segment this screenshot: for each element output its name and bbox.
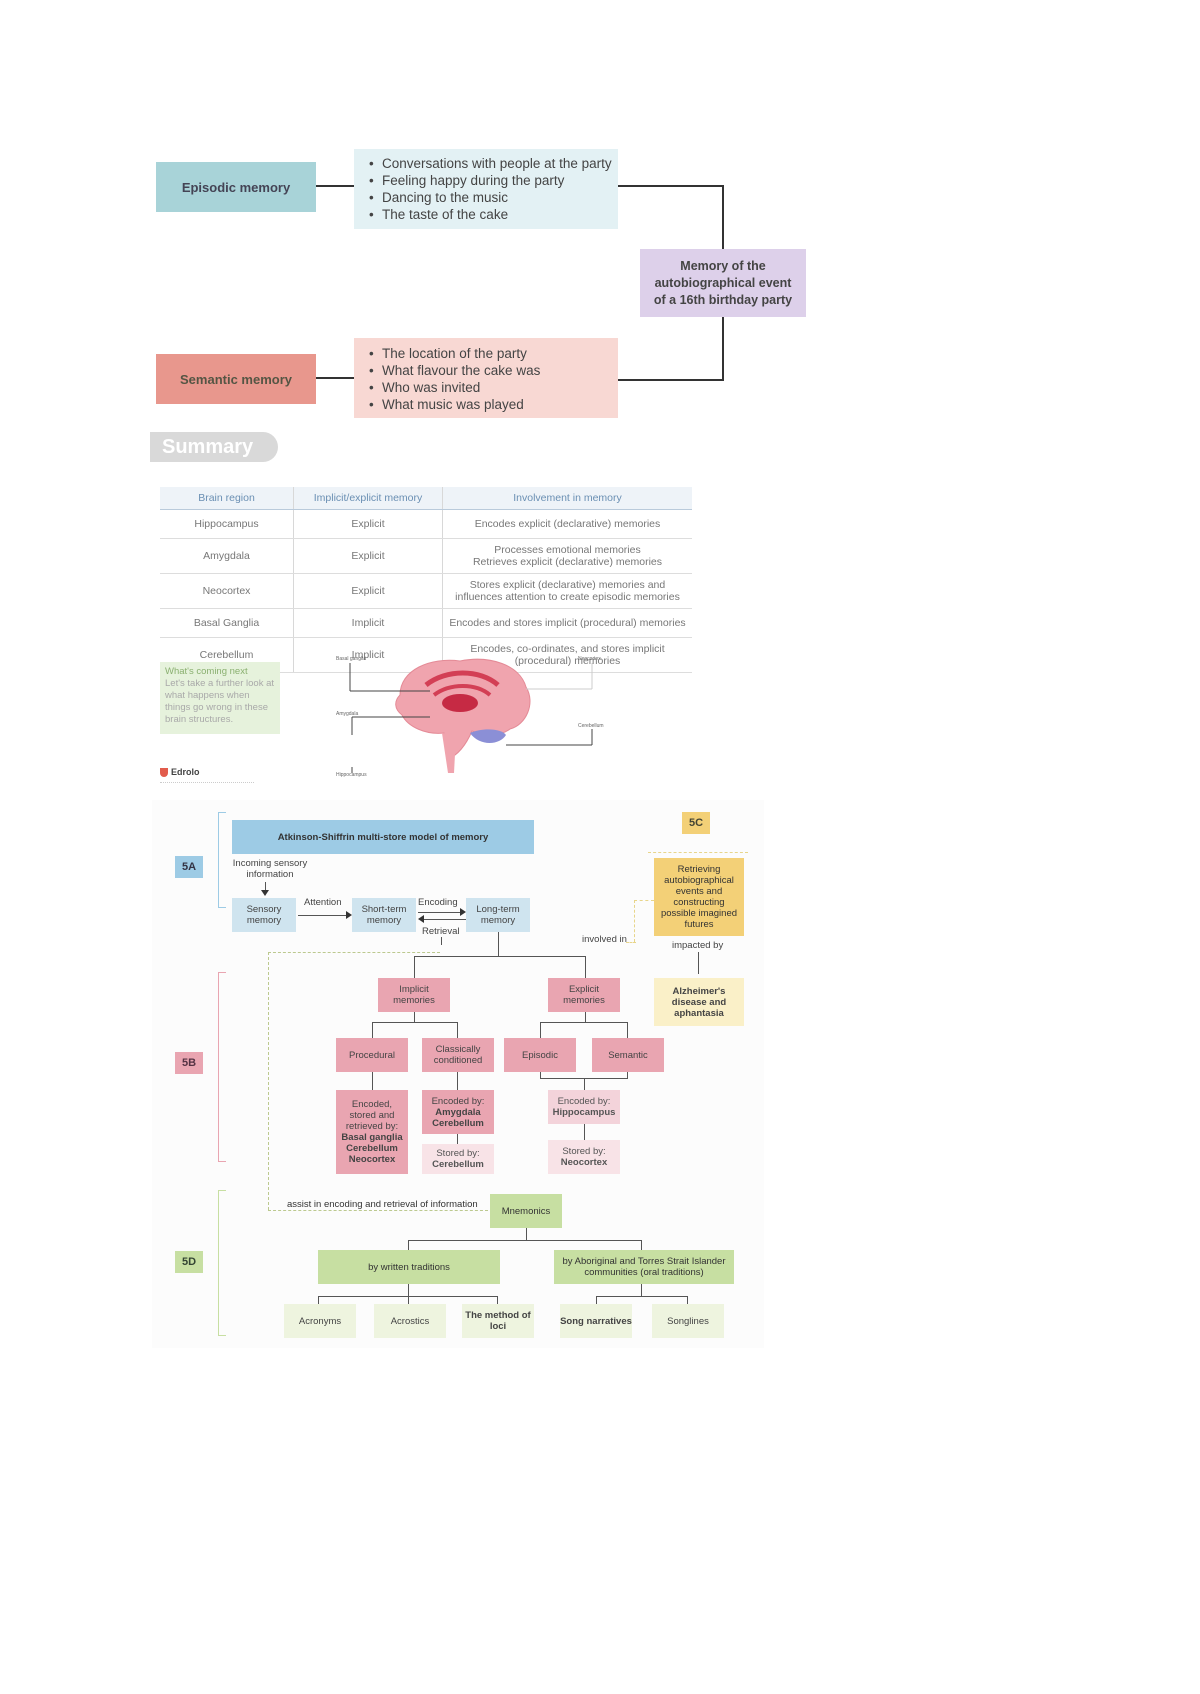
method-of-loci-box: The method of loci bbox=[462, 1304, 534, 1338]
classical-encoded-box: Encoded by: Amygdala Cerebellum bbox=[422, 1090, 494, 1134]
header-involvement: Involvement in memory bbox=[442, 487, 692, 510]
mnemonics-box: Mnemonics bbox=[490, 1194, 562, 1228]
semantic-item: The location of the party bbox=[369, 345, 612, 362]
explicit-encoded-box: Encoded by: Hippocampus bbox=[548, 1090, 620, 1124]
implicit-memories-box: Implicit memories bbox=[378, 978, 450, 1012]
coming-next-title: What's coming next bbox=[165, 666, 248, 677]
brain-label-basal-ganglia: Basal ganglia bbox=[336, 656, 367, 662]
alzheimers-aphantasia-box: Alzheimer's disease and aphantasia bbox=[654, 978, 744, 1026]
semantic-item: What flavour the cake was bbox=[369, 362, 612, 379]
explicit-stored-box: Stored by: Neocortex bbox=[548, 1140, 620, 1174]
cell-involvement: Processes emotional memories Retrieves e… bbox=[442, 538, 692, 574]
brain-label-hippocampus: Hippocampus bbox=[336, 772, 367, 778]
involved-in-label: involved in bbox=[582, 934, 627, 945]
cell-region: Neocortex bbox=[160, 573, 294, 609]
acrostics-box: Acrostics bbox=[374, 1304, 446, 1338]
episodic-examples-list: Conversations with people at the party F… bbox=[354, 149, 618, 229]
table-row: Cerebellum Implicit Encodes, co-ordinate… bbox=[160, 637, 692, 673]
episodic-item: The taste of the cake bbox=[369, 206, 612, 223]
edrolo-logo: Edrolo bbox=[160, 767, 200, 777]
classical-stored-box: Stored by: Cerebellum bbox=[422, 1144, 494, 1174]
songlines-box: Songlines bbox=[652, 1304, 724, 1338]
brain-illustration bbox=[330, 655, 610, 785]
coming-next-text: Let's take a further look at what happen… bbox=[165, 678, 275, 725]
semantic-memory-label: Semantic memory bbox=[156, 354, 316, 404]
written-traditions-box: by written traditions bbox=[318, 1250, 500, 1284]
coming-next-box: What's coming next Let's take a further … bbox=[160, 662, 280, 734]
brand-name: Edrolo bbox=[171, 767, 200, 777]
model-title: Atkinson-Shiffrin multi-store model of m… bbox=[232, 820, 534, 854]
encoding-label: Encoding bbox=[418, 897, 458, 908]
short-term-memory-box: Short-term memory bbox=[352, 898, 416, 932]
cell-involvement: Stores explicit (declarative) memories a… bbox=[442, 573, 692, 609]
cell-type: Explicit bbox=[293, 538, 443, 574]
header-brain-region: Brain region bbox=[160, 487, 294, 510]
oral-traditions-box: by Aboriginal and Torres Strait Islander… bbox=[554, 1250, 734, 1284]
episodic-item: Feeling happy during the party bbox=[369, 172, 612, 189]
incoming-information-label: Incoming sensory information bbox=[232, 858, 308, 880]
acronyms-box: Acronyms bbox=[284, 1304, 356, 1338]
cell-type: Implicit bbox=[293, 608, 443, 638]
table-row: Amygdala Explicit Processes emotional me… bbox=[160, 538, 692, 574]
assist-label: assist in encoding and retrieval of info… bbox=[285, 1199, 480, 1210]
table-row: Neocortex Explicit Stores explicit (decl… bbox=[160, 573, 692, 609]
summary-table: Brain region Implicit/explicit memory In… bbox=[160, 487, 692, 673]
brain-icon bbox=[349, 658, 593, 773]
table-row: Hippocampus Explicit Encodes explicit (d… bbox=[160, 509, 692, 539]
sensory-memory-box: Sensory memory bbox=[232, 898, 296, 932]
shield-icon bbox=[160, 767, 168, 777]
cell-type: Explicit bbox=[293, 573, 443, 609]
attention-label: Attention bbox=[304, 897, 342, 908]
cell-region: Hippocampus bbox=[160, 509, 294, 539]
section-5d-badge: 5D bbox=[175, 1251, 203, 1273]
semantic-examples-list: The location of the party What flavour t… bbox=[354, 338, 618, 418]
procedural-detail-box: Encoded, stored and retrieved by: Basal … bbox=[336, 1090, 408, 1174]
explicit-memories-box: Explicit memories bbox=[548, 978, 620, 1012]
classically-conditioned-box: Classically conditioned bbox=[422, 1038, 494, 1072]
brain-label-cerebellum: Cerebellum bbox=[578, 723, 604, 729]
cell-involvement: Encodes and stores implicit (procedural)… bbox=[442, 608, 692, 638]
episodic-item: Dancing to the music bbox=[369, 189, 612, 206]
cell-involvement: Encodes explicit (declarative) memories bbox=[442, 509, 692, 539]
retrieval-label: Retrieval bbox=[422, 926, 460, 937]
autobiographical-event-box: Memory of the autobiographical event of … bbox=[640, 249, 806, 317]
episodic-memory-label: Episodic memory bbox=[156, 162, 316, 212]
semantic-box: Semantic bbox=[592, 1038, 664, 1072]
header-implicit-explicit: Implicit/explicit memory bbox=[293, 487, 443, 510]
cell-region: Basal Ganglia bbox=[160, 608, 294, 638]
cell-type: Implicit bbox=[293, 637, 443, 673]
long-term-memory-box: Long-term memory bbox=[466, 898, 530, 932]
summary-badge: Summary bbox=[150, 432, 278, 462]
episodic-item: Conversations with people at the party bbox=[369, 155, 612, 172]
semantic-item: Who was invited bbox=[369, 379, 612, 396]
section-5c-badge: 5C bbox=[682, 812, 710, 834]
semantic-item: What music was played bbox=[369, 396, 612, 413]
song-narratives-box: Song narratives bbox=[560, 1304, 632, 1338]
section-5b-badge: 5B bbox=[175, 1052, 203, 1074]
cell-type: Explicit bbox=[293, 509, 443, 539]
table-row: Basal Ganglia Implicit Encodes and store… bbox=[160, 608, 692, 638]
brain-label-neocortex: Neocortex bbox=[578, 656, 601, 662]
episodic-box: Episodic bbox=[504, 1038, 576, 1072]
impacted-by-label: impacted by bbox=[672, 940, 724, 951]
cell-region: Amygdala bbox=[160, 538, 294, 574]
brain-label-amygdala: Amygdala bbox=[336, 711, 359, 717]
retrieving-autobiographical-box: Retrieving autobiographical events and c… bbox=[654, 858, 744, 936]
section-5a-badge: 5A bbox=[175, 856, 203, 878]
procedural-box: Procedural bbox=[336, 1038, 408, 1072]
